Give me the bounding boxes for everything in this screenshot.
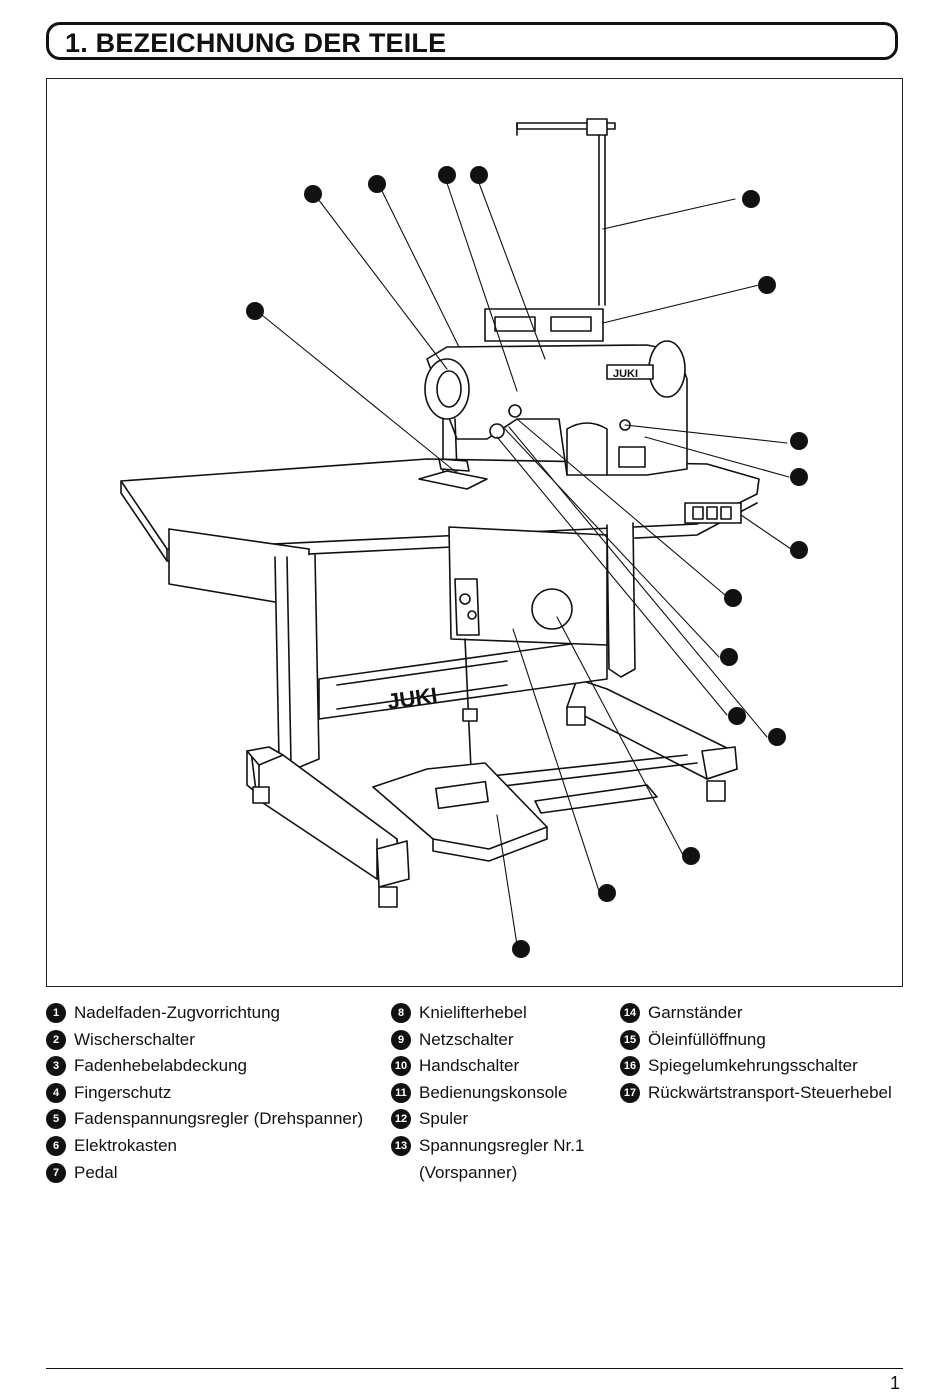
legend-label: Spuler	[419, 1109, 469, 1129]
operation-panel	[484, 308, 604, 342]
legend-item: 13 Spannungsregler Nr.1 (Vorspanner)	[391, 1133, 584, 1186]
legend-item: 17 Rückwärtstransport-Steuerhebel	[620, 1080, 892, 1107]
legend-item: 8 Knielifterhebel	[391, 1000, 584, 1027]
callout-number: 8	[391, 1003, 411, 1023]
legend-column-3: 14 Garnständer 15 Öleinfüllöffnung 16 Spieg…	[620, 1000, 892, 1106]
legend-label: Spiegelumkehrungsschalter	[648, 1056, 858, 1076]
callout-number: 17	[620, 1082, 640, 1103]
legend-label: Elektrokasten	[74, 1135, 177, 1155]
legend-item: 2 Wischerschalter	[46, 1027, 363, 1054]
legend-item: 11 Bedienungskonsole	[391, 1080, 584, 1107]
legend-label: Fadenspannungsregler (Drehspanner)	[74, 1109, 364, 1129]
legend-item: 3 Fadenhebelabdeckung	[46, 1053, 363, 1080]
legend-label: Garnständer	[648, 1003, 743, 1022]
legend-item: 10 Handschalter	[391, 1053, 584, 1080]
callout-number: 1	[46, 1003, 66, 1023]
callout-number: 5	[46, 1109, 66, 1130]
callout-number: 2	[46, 1029, 66, 1050]
brand-label: JUKI	[613, 368, 638, 380]
legend-column-2: 8 Knielifterhebel 9 Netzschalter 10 Handsch…	[391, 1000, 584, 1186]
legend-item: 14 Garnständer	[620, 1000, 892, 1027]
table-leg-left	[274, 554, 320, 770]
legend-item: 7 Pedal	[46, 1160, 363, 1187]
leader-lines	[256, 182, 792, 946]
handwheel	[424, 358, 470, 420]
legend-item: 9 Netzschalter	[391, 1027, 584, 1054]
callout-number: 10	[391, 1056, 411, 1077]
legend-label: Handschalter	[419, 1056, 520, 1076]
legend-column-1: 1 Nadelfaden-Zugvorrichtung 2 Wischerschal…	[46, 1000, 363, 1186]
legend-label-line1: Spannungsregler Nr.1	[419, 1135, 585, 1155]
callout-number: 16	[620, 1056, 640, 1077]
legend-label: Knielifterhebel	[419, 1003, 527, 1022]
callout-number: 9	[391, 1029, 411, 1050]
callout-markers	[246, 166, 808, 958]
spool-stand	[598, 118, 606, 306]
legend-label: Nadelfaden-Zugvorrichtung	[74, 1003, 281, 1022]
legend-item: 5 Fadenspannungsregler (Drehspanner)	[46, 1106, 363, 1133]
legend-label: Öleinfüllöffnung	[648, 1029, 766, 1049]
page-title: 1. BEZEICHNUNG DER TEILE	[65, 28, 447, 58]
callout-number: 12	[391, 1109, 411, 1130]
legend-item: 6 Elektrokasten	[46, 1133, 363, 1160]
legend-item: 16 Spiegelumkehrungsschalter	[620, 1053, 892, 1080]
legend-label: Pedal	[74, 1162, 118, 1182]
footer-rule	[46, 1368, 903, 1369]
cross-brace	[318, 638, 608, 720]
callout-number: 15	[620, 1029, 640, 1050]
legend-label-line2: (Vorspanner)	[419, 1162, 518, 1182]
callout-number: 11	[391, 1082, 411, 1103]
legend-item: 12 Spuler	[391, 1106, 584, 1133]
callout-number: 3	[46, 1056, 66, 1077]
legend-label: Fingerschutz	[74, 1082, 172, 1102]
legend-label: Bedienungskonsole	[419, 1082, 568, 1102]
callout-number: 14	[620, 1003, 640, 1023]
section-title-box: 1. BEZEICHNUNG DER TEILE	[46, 22, 898, 60]
legend-item: 1 Nadelfaden-Zugvorrichtung	[46, 1000, 363, 1027]
callout-number: 13	[391, 1135, 411, 1156]
legend-label: Spannungsregler Nr.1 (Vorspanner)	[419, 1133, 584, 1186]
table-leg-right	[606, 522, 636, 678]
legend-item: 4 Fingerschutz	[46, 1080, 363, 1107]
page-number: 1	[889, 1373, 900, 1393]
power-switch	[684, 502, 742, 524]
callout-number: 6	[46, 1135, 66, 1156]
machine-illustration: JUKI JUKI	[46, 78, 903, 987]
sewing-machine-drawing: JUKI JUKI	[120, 118, 808, 958]
legend-label: Wischerschalter	[74, 1029, 195, 1049]
callout-number: 4	[46, 1082, 66, 1103]
legend-label: Fadenhebelabdeckung	[74, 1056, 247, 1076]
legend-label: Rückwärtstransport-Steuerhebel	[648, 1082, 892, 1102]
callout-number: 7	[46, 1162, 66, 1183]
legend-item: 15 Öleinfüllöffnung	[620, 1027, 892, 1054]
legend-label: Netzschalter	[419, 1029, 514, 1049]
